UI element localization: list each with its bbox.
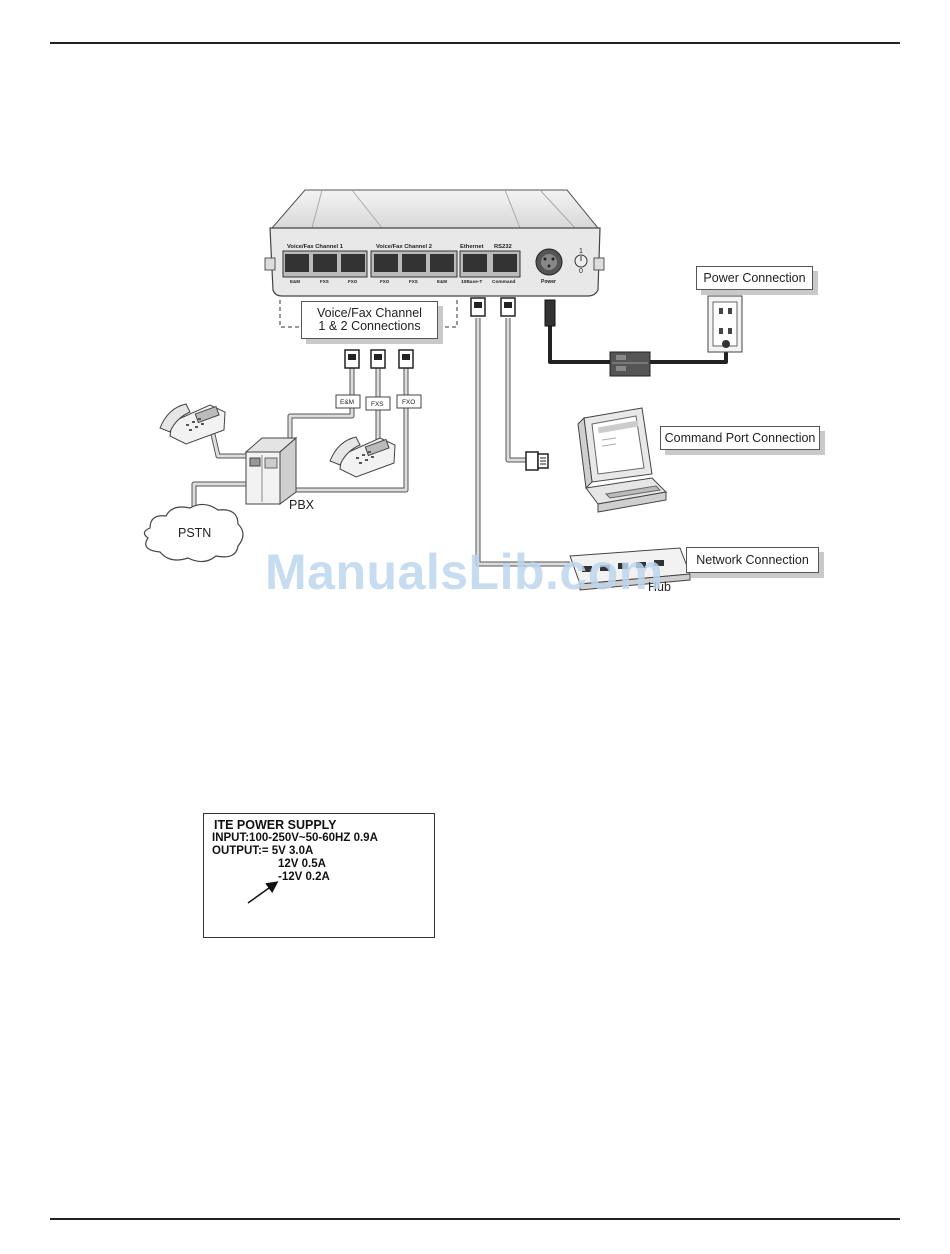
port-ch1-em[interactable] [285,254,309,272]
bottom-rule [50,1218,900,1220]
port-label-ch2-1: FXS [409,279,418,284]
ps-output-5v: OUTPUT:= 5V 3.0A [212,845,314,857]
power-supply-label: ITE POWER SUPPLY INPUT:100-250V~50-60HZ … [203,813,435,938]
port-ethernet[interactable] [463,254,487,272]
connector-fxo [396,394,422,409]
watermark: ManualsLib.com [265,544,664,600]
port-group-eth-cmd: 10Base-T Command [459,250,521,285]
port-label-ethernet: 10Base-T [461,279,482,285]
panel-label-ch2: Voice/Fax Channel 2 [376,244,432,250]
port-group-ch1: E&M FXS FXO [282,250,368,284]
voice-fax-callout-line2: 1 & 2 Connections [318,319,421,333]
voice-fax-callout-line1: Voice/Fax Channel [317,306,422,320]
connector-fxs-label: FXS [371,401,384,408]
connector-fxs [365,396,391,411]
network-connection-callout: Network Connection [686,547,819,573]
pstn-label: PSTN [178,526,212,540]
port-ch1-fxo[interactable] [341,254,365,272]
computer-icon [577,407,668,513]
ps-title: ITE POWER SUPPLY [214,818,337,832]
port-ch2-fxo[interactable] [374,254,398,272]
connector-fxo-label: FXO [402,399,415,406]
connection-diagram: Voice/Fax Channel 1 Voice/Fax Channel 2 … [143,189,743,591]
connector-em [335,394,361,409]
arrow-icon [247,881,279,904]
command-port-connection-callout: Command Port Connection [660,426,820,450]
serial-connector-icon [525,451,549,471]
telephone-icon [159,403,226,445]
port-label-ch1-2: FXO [348,279,358,284]
pbx-icon [244,436,298,505]
port-label-ch2-2: E&M [437,279,447,284]
port-ch2-fxs[interactable] [402,254,426,272]
port-command[interactable] [493,254,517,272]
port-label-ch1-0: E&M [290,279,300,284]
port-group-ch2: FXO FXS E&M [370,250,458,284]
power-adapter-icon [609,351,651,377]
pstn-cloud [143,503,244,563]
connector-em-label: E&M [340,399,354,406]
port-ch1-fxs[interactable] [313,254,337,272]
rj-plugs [344,297,556,369]
port-label-ch2-0: FXO [380,279,390,284]
telephone-icon [329,436,396,478]
ps-input: INPUT:100-250V~50-60HZ 0.9A [212,832,378,844]
panel-label-ch1: Voice/Fax Channel 1 [287,244,344,250]
switch-off-label: 0 [579,268,583,275]
hub-icon [569,547,691,591]
pbx-label: PBX [289,498,315,512]
port-label-ch1-1: FXS [320,279,329,284]
panel-label-ethernet: Ethernet [460,244,484,250]
panel-label-rs232: RS232 [494,244,512,250]
switch-on-label: 1 [579,248,583,255]
ps-output-12v: 12V 0.5A [278,858,326,870]
wall-outlet-icon [707,295,743,353]
power-label: Power [541,279,556,285]
voice-fax-connections-callout: Voice/Fax Channel 1 & 2 Connections [301,301,438,339]
ps-output-neg12v: -12V 0.2A [278,871,330,883]
hub-label: Hub [648,580,671,594]
power-connection-callout: Power Connection [696,266,813,290]
top-rule [50,42,900,44]
port-label-command: Command [492,279,516,285]
port-ch2-em[interactable] [430,254,454,272]
